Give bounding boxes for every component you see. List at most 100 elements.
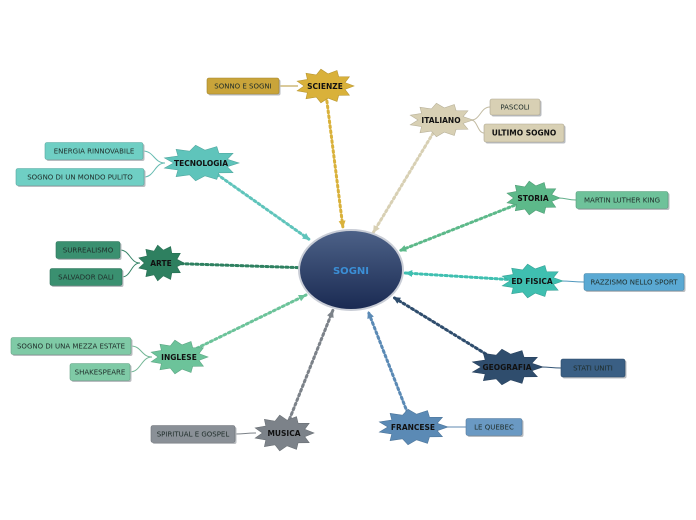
arrowhead-musica — [327, 310, 334, 318]
subtopic-label: SPIRITUAL E GOSPEL — [157, 431, 230, 439]
subtopic-inglese-1[interactable]: SHAKESPEARE — [69, 363, 132, 383]
subtopic-arte-0[interactable]: SURREALISMO — [55, 241, 122, 261]
topic-label: MUSICA — [267, 429, 300, 438]
subtopic-box — [206, 77, 280, 95]
subtopic-label: MARTIN LUTHER KING — [584, 197, 660, 205]
topic-shape — [501, 263, 564, 299]
subtopic-tecnologia-0[interactable]: ENERGIA RINNOVABILE — [44, 142, 145, 162]
connector-inglese — [177, 293, 308, 359]
topic-label: ARTE — [150, 259, 171, 268]
subtopic-inglese-0[interactable]: SOGNO DI UNA MEZZA ESTATE — [10, 337, 133, 357]
child-connector — [121, 262, 141, 278]
arrowhead-inglese — [298, 295, 306, 302]
subtopic-box — [583, 273, 685, 291]
connector-musica — [282, 308, 335, 435]
topic-francese[interactable]: FRANCESE — [378, 408, 449, 446]
topic-label: GEOGRAFIA — [482, 363, 531, 372]
topic-shape — [254, 414, 315, 452]
topic-tecnologia[interactable]: TECNOLOGIA — [163, 144, 240, 182]
topic-storia[interactable]: STORIA — [506, 180, 561, 216]
subtopic-box — [15, 168, 145, 186]
arrowhead-geografia — [393, 297, 401, 304]
central-node-label: SOGNI — [333, 266, 369, 277]
topic-label: TECNOLOGIA — [174, 159, 228, 168]
topic-arte[interactable]: ARTE — [138, 244, 185, 282]
arrowhead-italiano — [373, 225, 380, 233]
connector-scienze — [323, 84, 345, 230]
subtopic-box — [44, 142, 144, 160]
topic-shape — [150, 339, 209, 375]
subtopic-box — [483, 123, 565, 143]
subtopic-label: SURREALISMO — [63, 247, 114, 255]
topic-edfisica[interactable]: ED FISICA — [501, 263, 564, 299]
subtopic-box — [489, 98, 541, 116]
subtopic-box — [69, 363, 131, 381]
subtopic-box — [10, 337, 132, 355]
subtopic-geografia-0[interactable]: STATI UNITI — [560, 358, 627, 379]
subtopic-italiano-0[interactable]: PASCOLI — [489, 98, 542, 117]
subtopic-box — [575, 191, 669, 209]
subtopic-storia-0[interactable]: MARTIN LUTHER KING — [575, 191, 670, 211]
arrowhead-scienze — [338, 220, 346, 228]
topic-label: SCIENZE — [307, 82, 343, 91]
topic-italiano[interactable]: ITALIANO — [409, 102, 474, 138]
subtopic-box — [49, 268, 123, 286]
connector-tecnologia — [199, 161, 312, 242]
arrowhead-edfisica — [405, 269, 413, 277]
topic-shape — [296, 68, 355, 104]
topic-label: FRANCESE — [391, 423, 435, 432]
subtopic-francese-0[interactable]: LE QUEBEC — [465, 418, 524, 438]
subtopic-label: SONNO E SOGNI — [214, 83, 272, 91]
topic-shape — [378, 408, 449, 446]
connector-arte — [159, 261, 313, 270]
subtopic-arte-1[interactable]: SALVADOR DALI — [49, 268, 124, 288]
subtopic-label: PASCOLI — [500, 104, 529, 112]
subtopic-label: RAZZISMO NELLO SPORT — [591, 279, 679, 287]
topic-geografia[interactable]: GEOGRAFIA — [471, 348, 544, 386]
subtopic-italiano-1[interactable]: ULTIMO SOGNO — [483, 123, 566, 144]
subtopic-label: STATI UNITI — [573, 365, 613, 373]
child-connector — [540, 366, 562, 369]
subtopic-label: ULTIMO SOGNO — [492, 129, 557, 138]
subtopic-label: SOGNO DI UNA MEZZA ESTATE — [17, 343, 125, 351]
child-connector — [142, 150, 166, 164]
child-connector — [470, 119, 485, 134]
child-connector — [560, 280, 585, 283]
child-connector — [234, 432, 257, 435]
connector-italiano — [371, 118, 443, 235]
subtopic-box — [465, 418, 523, 436]
topic-label: ITALIANO — [421, 116, 460, 125]
topic-shape — [163, 144, 240, 182]
subtopic-box — [150, 425, 236, 443]
central-node[interactable]: SOGNI — [298, 229, 404, 311]
subtopic-label: LE QUEBEC — [474, 424, 514, 432]
subtopic-tecnologia-1[interactable]: SOGNO DI UN MONDO PULITO — [15, 168, 146, 188]
arrowhead-francese — [367, 311, 374, 319]
connector-storia — [397, 196, 535, 253]
subtopic-label: ENERGIA RINNOVABILE — [54, 148, 135, 156]
topic-musica[interactable]: MUSICA — [254, 414, 315, 452]
subtopic-label: SOGNO DI UN MONDO PULITO — [27, 174, 133, 182]
topic-shape — [471, 348, 544, 386]
child-connector — [143, 162, 166, 178]
subtopic-box — [560, 358, 626, 378]
topic-shape — [138, 244, 185, 282]
subtopic-box — [55, 241, 121, 259]
child-connector — [129, 356, 153, 373]
topic-scienze[interactable]: SCIENZE — [296, 68, 355, 104]
arrowhead-tecnologia — [302, 233, 310, 240]
subtopic-scienze-0[interactable]: SONNO E SOGNI — [206, 77, 281, 96]
subtopic-musica-0[interactable]: SPIRITUAL E GOSPEL — [150, 425, 237, 445]
topic-inglese[interactable]: INGLESE — [150, 339, 209, 375]
child-connector — [119, 249, 141, 264]
connector-francese — [366, 309, 415, 429]
topic-label: INGLESE — [161, 353, 197, 362]
child-connector — [130, 345, 153, 358]
subtopic-label: SALVADOR DALI — [58, 274, 114, 282]
subtopic-label: SHAKESPEARE — [75, 369, 126, 377]
child-connector — [470, 106, 491, 121]
topic-label: STORIA — [517, 194, 548, 203]
arrowhead-storia — [399, 245, 407, 252]
subtopic-edfisica-0[interactable]: RAZZISMO NELLO SPORT — [583, 273, 686, 293]
